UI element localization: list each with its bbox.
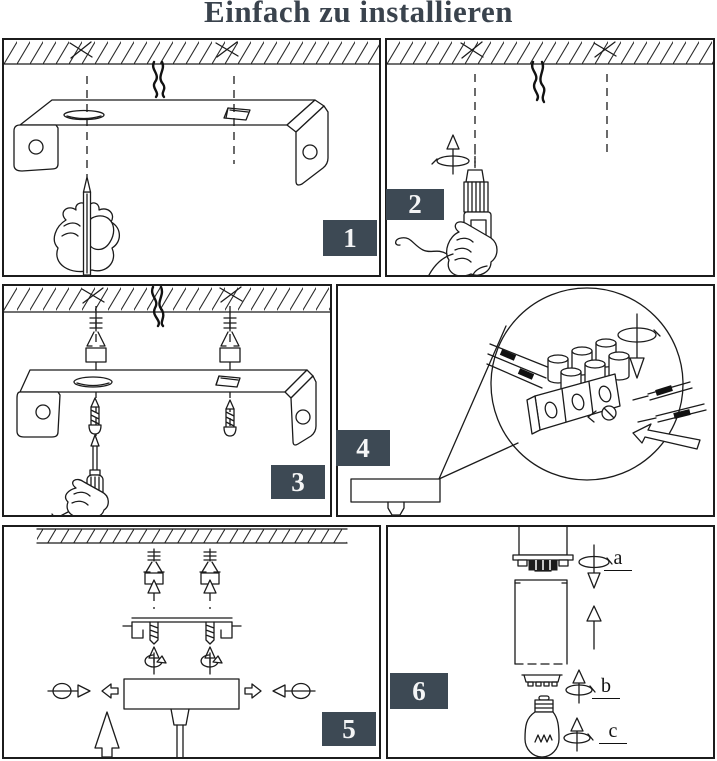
power-wires-icon [150, 286, 165, 328]
ceiling [4, 40, 379, 65]
rotation-arrow-b-icon [565, 669, 596, 704]
up-arrow-icon [94, 711, 120, 757]
mounting-bracket [13, 99, 329, 186]
step-6-label-c: c [599, 721, 627, 744]
lamp-canopy [123, 678, 240, 757]
guide-lines [474, 74, 608, 169]
step-4-illustration [350, 287, 707, 515]
step-5-badge: 5 [322, 712, 376, 746]
step-6-panel [386, 525, 715, 759]
rotation-arrow-c-icon [563, 717, 594, 752]
step-5-illustration [36, 528, 348, 757]
marking-x-icons [81, 286, 243, 304]
step-2-illustration [387, 40, 713, 275]
page-title: Einfach zu installieren [204, 0, 513, 29]
up-dashed-arrow-icons [147, 579, 217, 609]
up-arrow-icon [586, 605, 602, 650]
insert-arrow-icon [632, 423, 701, 450]
wall-anchor-icons [143, 548, 221, 585]
step-1-illustration [4, 40, 379, 275]
rotation-arrow-icon [431, 134, 470, 175]
step-3-badge: 3 [271, 465, 325, 499]
terminal-screw-icon [587, 405, 617, 423]
marking-x-icons [69, 41, 239, 59]
step-3-illustration [4, 286, 330, 515]
rotate-curl-icons [144, 652, 223, 675]
marking-x-icons [460, 41, 617, 59]
lamp-canopy [350, 478, 441, 515]
side-rotate-insert-icons [47, 682, 316, 700]
step-6-illustration [512, 527, 613, 757]
mounting-bracket [16, 369, 317, 446]
step-5-panel [2, 525, 381, 759]
lamp-shade [514, 579, 568, 665]
retaining-ring-icon [521, 674, 563, 687]
wall-anchor-icons [85, 313, 241, 363]
hand-screwdriver-icon [51, 434, 109, 515]
screw-icons [148, 621, 216, 664]
step-1-badge: 1 [323, 220, 377, 256]
step-6-label-b: b [592, 676, 620, 699]
socket-housing [512, 527, 574, 572]
step-3-panel [2, 284, 332, 517]
step-2-badge: 2 [386, 189, 444, 220]
bracket-front-view [122, 617, 242, 639]
power-wires-icon [530, 60, 546, 104]
terminal-block-icon [526, 338, 630, 435]
stripped-wires-icon [632, 381, 707, 423]
ceiling [36, 528, 348, 544]
light-bulb-icon [524, 695, 560, 757]
step-6-badge: 6 [390, 673, 448, 709]
rotation-arrow-a-icon [578, 544, 613, 589]
step-4-panel [336, 284, 715, 517]
guide-lines [86, 76, 235, 177]
step-6-label-a: a [604, 548, 632, 571]
rotation-arrow-icon [617, 313, 661, 379]
ceiling [387, 40, 713, 65]
hand-pencil-icon [53, 176, 121, 275]
power-wires-icon [151, 60, 166, 99]
ceiling [4, 286, 330, 313]
step-4-badge: 4 [336, 430, 390, 466]
supply-cable-icon [486, 343, 551, 389]
step-2-panel [385, 38, 715, 277]
screw-icons [88, 397, 237, 437]
step-1-panel [2, 38, 381, 277]
hand-drill-icon [394, 151, 498, 275]
